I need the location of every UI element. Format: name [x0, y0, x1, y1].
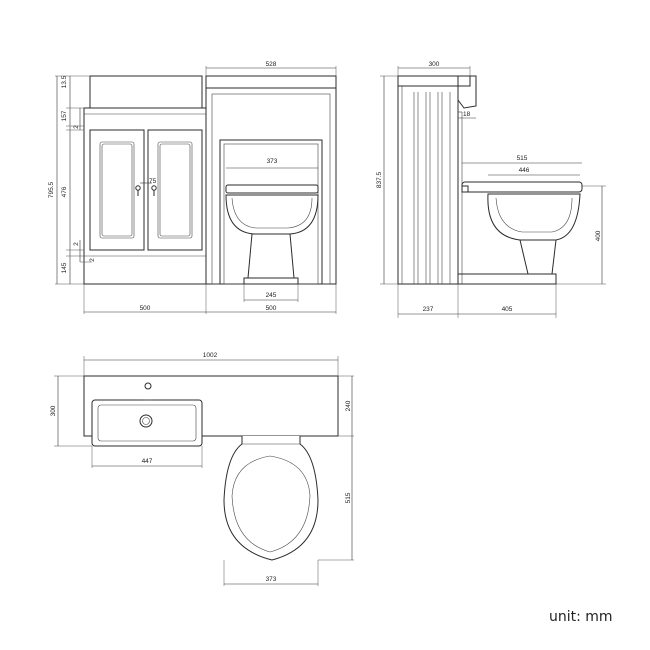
vanity-door-left: [89, 129, 145, 251]
dim-plinth-height: 145: [61, 262, 68, 273]
dim-cabinet-depth: 237: [423, 306, 434, 313]
basin-block: [89, 75, 203, 109]
units-label: unit: mm: [549, 609, 613, 625]
dim-seat-width-top: 373: [266, 576, 277, 583]
toilet-seat-side: [461, 181, 583, 193]
dim-pan-width: 373: [267, 158, 278, 165]
door-handle-left: [135, 185, 141, 191]
dim-toilet-section-width: 500: [266, 305, 277, 312]
toilet-seat-top: [223, 436, 319, 561]
dim-total-width: 1002: [203, 352, 218, 359]
dim-side-top-depth: 300: [429, 61, 440, 68]
vanity-door-right: [147, 129, 203, 251]
side-view: 300 18 837.5 515 446 400 237 405: [376, 61, 606, 318]
dim-bowl-depth: 446: [519, 167, 530, 174]
top-view: 1002 300 240 447 515 373: [50, 352, 354, 586]
dim-top-depth: 300: [50, 405, 57, 416]
dim-basin-height: 13.5: [61, 75, 68, 88]
dim-toilet-unit-width: 528: [266, 61, 277, 68]
dim-gap-top: 2: [73, 125, 80, 129]
dim-gap-bottom: 2: [89, 258, 96, 262]
basin-top: [91, 399, 203, 447]
basin-side: [457, 75, 477, 109]
door-handle-right: [151, 185, 157, 191]
toilet-base-side: [457, 273, 557, 285]
dim-seat-depth: 515: [517, 155, 528, 162]
tap-hole: [144, 382, 152, 390]
dim-side-offset: 18: [463, 111, 471, 118]
dim-worktop-depth: 240: [345, 400, 352, 411]
dim-toilet-projection: 515: [345, 492, 352, 503]
toilet-seat: [225, 184, 319, 194]
dim-drawer-height: 157: [61, 110, 68, 121]
dim-front-total-height: 795.5: [48, 181, 55, 198]
hinge-side: [461, 185, 469, 193]
dim-pedestal-width: 245: [266, 292, 277, 299]
dim-gap-mid: 2: [73, 242, 80, 246]
dim-vanity-width: 500: [140, 305, 151, 312]
dim-door-height: 476: [61, 186, 68, 197]
basin-waste: [139, 414, 153, 428]
worktop-side: [397, 75, 471, 87]
dim-handle-spacing: 75: [149, 178, 157, 185]
dim-toilet-height: 400: [595, 230, 602, 241]
dim-side-total-height: 837.5: [376, 171, 383, 188]
front-view: 13.5 795.5 157 476 145 2 2 2 75 528 373 …: [48, 61, 337, 314]
toilet-pedestal-side: [519, 239, 557, 275]
toilet-pedestal: [247, 233, 295, 279]
worktop-top: [83, 375, 339, 437]
toilet-unit-top: [205, 75, 337, 89]
dim-pan-projection: 405: [502, 306, 513, 313]
dim-basin-width: 447: [142, 458, 153, 465]
cabinet-side: [397, 85, 459, 285]
toilet-bowl-side: [487, 193, 581, 241]
